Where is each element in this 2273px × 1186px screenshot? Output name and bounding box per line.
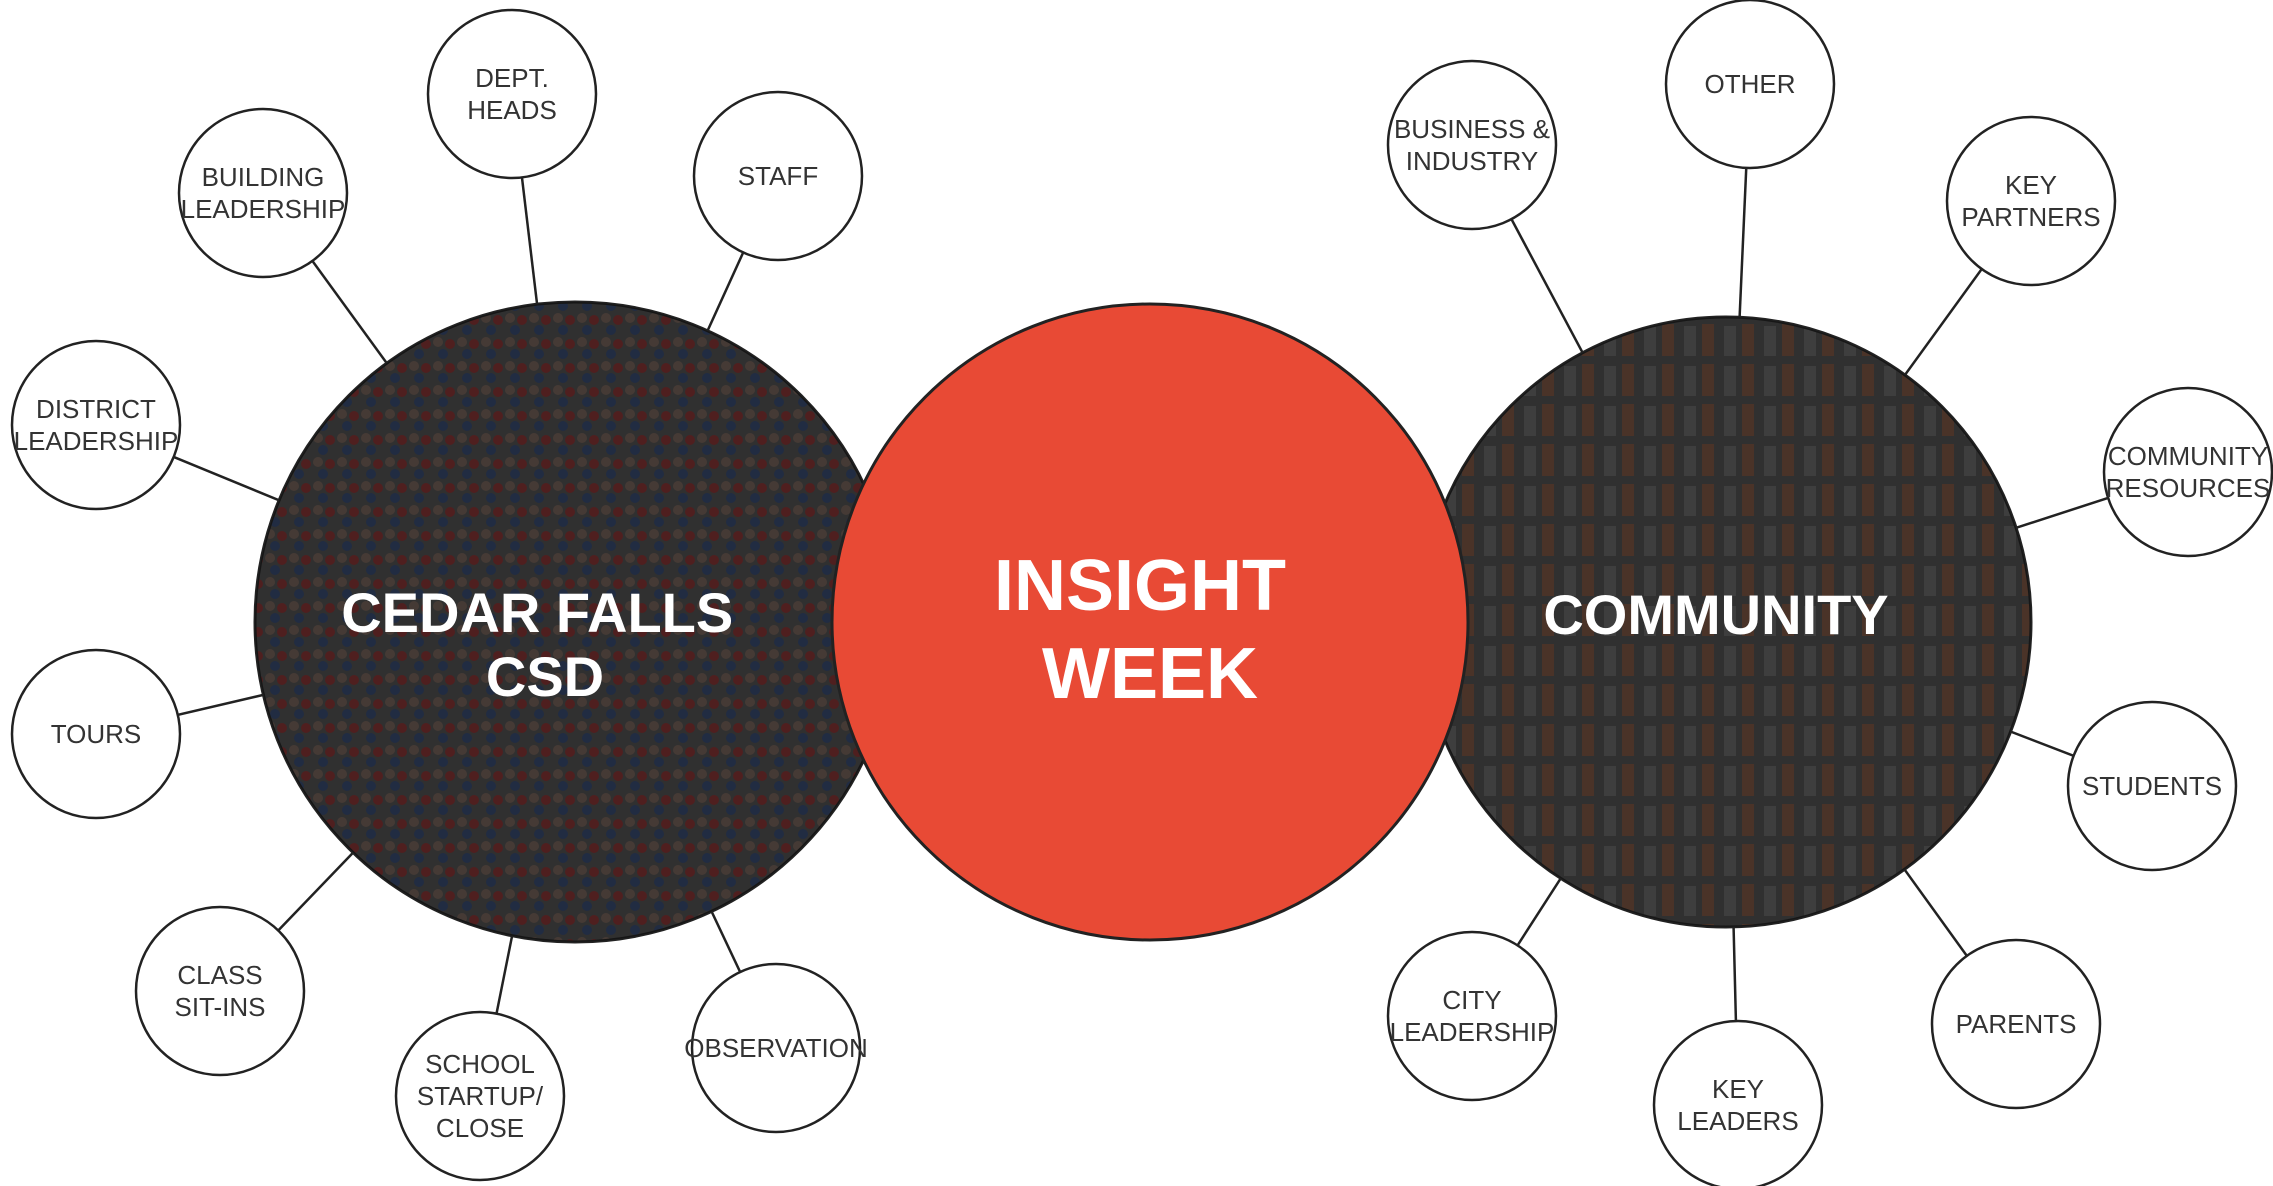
node-circle-community-resources — [2102, 386, 2273, 558]
cedar-falls-csd-label-line-2: CSD — [486, 645, 604, 708]
node-label-line: STUDENTS — [2082, 771, 2222, 801]
insight-week-label-line-2: WEEK — [1042, 634, 1258, 714]
node-label-line: KEY — [1712, 1074, 1764, 1104]
node-business-industry: BUSINESS &INDUSTRY — [1386, 59, 1558, 231]
node-staff: STAFF — [692, 90, 864, 262]
node-circle-observation — [690, 962, 862, 1134]
insight-week-circle — [830, 302, 1470, 942]
node-circle-key-partners — [1945, 115, 2117, 287]
node-label-line: OBSERVATION — [684, 1033, 868, 1063]
node-label-parents: PARENTS — [1956, 1009, 2077, 1039]
insight-week-label: INSIGHT WEEK — [994, 546, 1306, 714]
community-label: COMMUNITY — [1543, 583, 1888, 646]
node-label-line: STARTUP/ — [417, 1081, 544, 1111]
cedar-falls-csd-label-line-1: CEDAR FALLS — [341, 581, 733, 644]
node-label-line: COMMUNITY — [2108, 441, 2268, 471]
node-label-line: INDUSTRY — [1406, 146, 1538, 176]
node-circle-dept-heads — [426, 8, 598, 180]
node-circle-parents — [1930, 938, 2102, 1110]
node-circle-tours — [10, 648, 182, 820]
node-label-line: CLASS — [177, 960, 262, 990]
node-label-line: BUILDING — [202, 162, 325, 192]
node-circle-other — [1664, 0, 1836, 170]
node-circle-city-leadership — [1386, 930, 1558, 1102]
node-parents: PARENTS — [1930, 938, 2102, 1110]
insight-week-center: INSIGHT WEEK — [830, 302, 1470, 942]
node-dept-heads: DEPT.HEADS — [426, 8, 598, 180]
node-circle-class-sit-ins — [134, 905, 306, 1077]
node-students: STUDENTS — [2066, 700, 2238, 872]
node-tours: TOURS — [10, 648, 182, 820]
node-label-line: STAFF — [738, 161, 818, 191]
node-label-line: DEPT. — [475, 63, 549, 93]
node-label-line: SIT-INS — [174, 992, 265, 1022]
node-observation: OBSERVATION — [684, 962, 868, 1134]
node-label-line: CITY — [1442, 985, 1501, 1015]
node-label-line: LEADERSHIP — [181, 194, 346, 224]
community-label-line-1: COMMUNITY — [1543, 583, 1888, 646]
node-circle-key-leaders — [1652, 1019, 1824, 1186]
node-label-line: HEADS — [467, 95, 557, 125]
node-circle-building-leadership — [177, 107, 349, 279]
node-label-line: PARENTS — [1956, 1009, 2077, 1039]
community-hub: COMMUNITY — [1419, 315, 2033, 929]
cedar-falls-csd-hub: CEDAR FALLS CSD — [253, 300, 897, 944]
node-circle-business-industry — [1386, 59, 1558, 231]
node-label-other: OTHER — [1705, 69, 1796, 99]
node-label-line: LEADERSHIP — [1390, 1017, 1555, 1047]
insight-week-label-line-1: INSIGHT — [994, 546, 1286, 626]
node-label-line: LEADERSHIP — [14, 426, 179, 456]
node-label-line: OTHER — [1705, 69, 1796, 99]
node-label-tours: TOURS — [51, 719, 142, 749]
node-label-line: CLOSE — [436, 1113, 524, 1143]
node-label-line: KEY — [2005, 170, 2057, 200]
node-label-line: TOURS — [51, 719, 142, 749]
community-overlay — [1421, 317, 2031, 927]
node-label-line: BUSINESS & — [1394, 114, 1550, 144]
node-label-line: SCHOOL — [425, 1049, 535, 1079]
node-other: OTHER — [1664, 0, 1836, 170]
node-label-students: STUDENTS — [2082, 771, 2222, 801]
node-circle-students — [2066, 700, 2238, 872]
node-label-business-industry: BUSINESS &INDUSTRY — [1394, 114, 1550, 176]
node-label-line: RESOURCES — [2106, 473, 2271, 503]
node-label-dept-heads: DEPT.HEADS — [467, 63, 557, 125]
node-circle-staff — [692, 90, 864, 262]
node-label-line: PARTNERS — [1961, 202, 2100, 232]
node-circle-school-startup-close — [394, 1010, 566, 1182]
node-label-line: LEADERS — [1677, 1106, 1798, 1136]
node-label-line: DISTRICT — [36, 394, 156, 424]
node-label-observation: OBSERVATION — [684, 1033, 868, 1063]
cedar-falls-csd-label: CEDAR FALLS CSD — [341, 581, 749, 708]
node-label-staff: STAFF — [738, 161, 818, 191]
cedar-falls-csd-overlay — [255, 302, 895, 942]
node-circle-district-leadership — [10, 339, 182, 511]
